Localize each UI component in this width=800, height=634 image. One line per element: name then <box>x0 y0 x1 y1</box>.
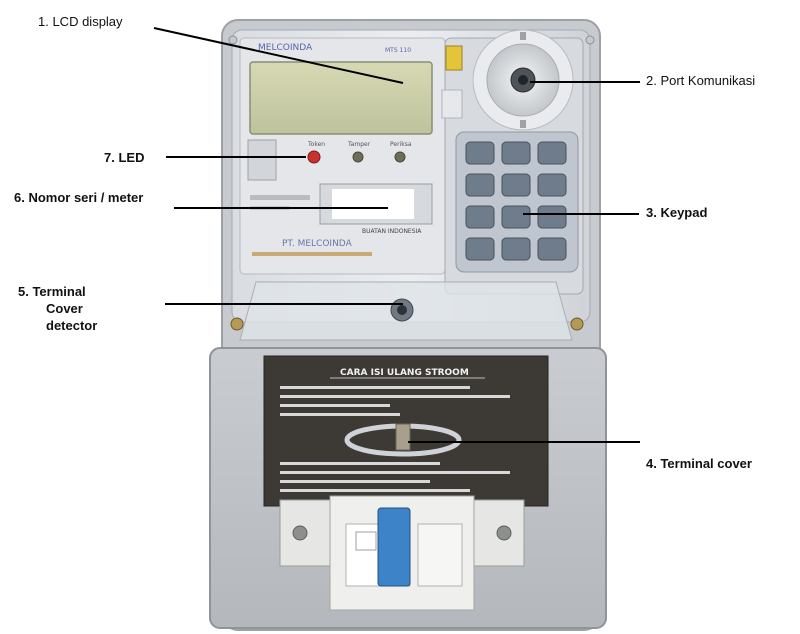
keypad-keys <box>465 141 567 261</box>
leader-lines <box>153 27 640 443</box>
keypad-key <box>501 173 531 197</box>
mounting-screws <box>228 35 595 331</box>
led-periksa <box>394 151 406 163</box>
keypad-key <box>465 237 495 261</box>
label-lcd-display: 1. LCD display <box>38 14 123 29</box>
led-label-periksa: Periksa <box>390 141 412 148</box>
lcd-display <box>249 61 433 135</box>
keypad-key <box>501 141 531 165</box>
label-terminal-cover-detector: 5. Terminal Cover detector <box>18 283 148 334</box>
keypad-key <box>537 141 567 165</box>
keypad-key <box>537 205 567 229</box>
circuit-breaker <box>279 495 525 611</box>
made-in-label: BUATAN INDONESIA <box>362 228 422 235</box>
communication-port <box>472 29 574 131</box>
instruction-title: CARA ISI ULANG STROOM <box>340 368 469 378</box>
keypad-key <box>465 141 495 165</box>
keypad-key <box>501 237 531 261</box>
label-terminal-cover: 4. Terminal cover <box>646 456 752 471</box>
led-indicators: Token Tamper Periksa <box>247 139 412 181</box>
label-led: 7. LED <box>104 150 145 165</box>
keypad-key <box>537 173 567 197</box>
leader-line-lcd <box>153 27 404 84</box>
label-keypad: 3. Keypad <box>646 205 708 220</box>
keypad <box>455 131 579 273</box>
model-label: MTS 110 <box>385 47 411 54</box>
brand-label: MELCOINDA <box>258 43 313 53</box>
label-detector-line-1: 5. Terminal <box>18 284 86 299</box>
led-token <box>307 150 321 164</box>
terminal-cover-detector <box>239 281 573 341</box>
led-label-tamper: Tamper <box>347 141 371 148</box>
label-detector-line-2: Cover <box>46 301 83 316</box>
keypad-key <box>537 237 567 261</box>
keypad-key <box>465 173 495 197</box>
keypad-key <box>501 205 531 229</box>
label-port-komunikasi: 2. Port Komunikasi <box>646 73 756 88</box>
company-strip: PT. MELCOINDA <box>252 239 372 256</box>
serial-number-window: BUATAN INDONESIA <box>250 183 433 235</box>
right-panel <box>441 29 584 295</box>
label-detector-line-3: detector <box>46 318 98 333</box>
keypad-key <box>465 205 495 229</box>
company-label: PT. MELCOINDA <box>282 239 353 249</box>
label-nomor-seri: 6. Nomor seri / meter <box>14 190 144 205</box>
led-tamper <box>352 151 364 163</box>
breaker-switch <box>377 507 411 587</box>
led-label-token: Token <box>307 141 325 148</box>
